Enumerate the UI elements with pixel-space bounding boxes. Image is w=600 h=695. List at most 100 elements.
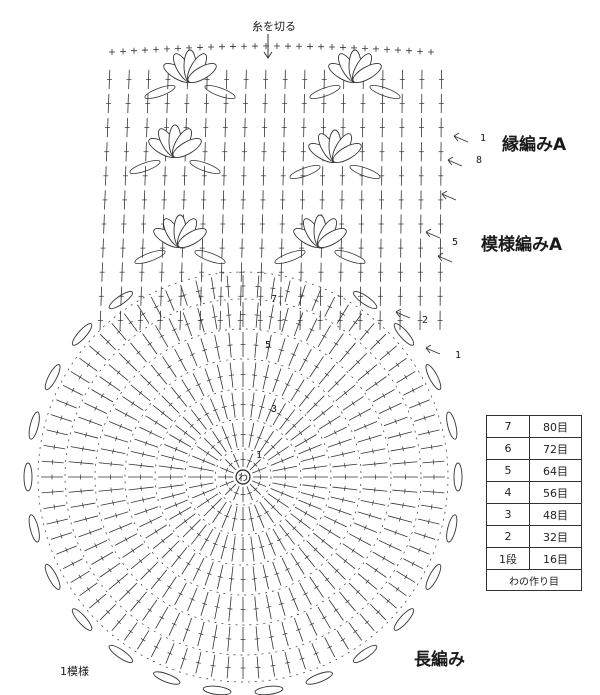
stitch-bar <box>100 555 104 561</box>
stitch-bar <box>85 516 88 522</box>
stitch-bar <box>65 547 68 553</box>
stitch-bar <box>206 572 212 575</box>
stitch-bar <box>304 510 308 516</box>
stitch-bar <box>276 412 282 416</box>
stitch-bar <box>248 517 254 520</box>
stitch-bar <box>324 577 330 582</box>
stitch-bar <box>268 636 274 638</box>
edge-stitch <box>274 43 280 50</box>
stitch-bar <box>159 334 165 338</box>
stitch-bar <box>313 299 319 302</box>
stitch-bar <box>394 418 397 424</box>
stitch-bar <box>276 538 282 542</box>
stitch-bar <box>186 388 191 392</box>
stitch-bar <box>200 482 203 488</box>
stitch-bar <box>86 587 91 592</box>
edge-stitch <box>175 45 181 52</box>
stitch-bar <box>214 606 220 608</box>
stitch-bar <box>395 587 400 592</box>
stitch-bar <box>340 638 346 642</box>
stitch-bar <box>270 287 276 290</box>
stitch-bar <box>282 632 288 635</box>
row-arrow <box>395 308 411 319</box>
stitch-bar <box>217 510 222 515</box>
petal-loop <box>305 671 333 685</box>
stitch-bar <box>78 374 82 380</box>
stitch-bar <box>212 316 218 318</box>
stitch-bar <box>368 512 371 518</box>
stitch-bar <box>174 502 178 508</box>
stitch-bar <box>189 526 194 531</box>
stitch-bar <box>124 537 128 542</box>
stitch-bar <box>398 432 401 438</box>
stitch-bar <box>386 350 391 356</box>
stitch-bar <box>233 491 239 495</box>
edge-stitch <box>406 47 412 54</box>
edge-pattern-label: 縁編みA <box>502 135 567 155</box>
stitch-bar <box>313 402 318 407</box>
edge-stitch <box>428 49 434 55</box>
stitch-bar <box>253 487 258 492</box>
edge-stitch <box>131 47 137 54</box>
stitch-bar <box>124 412 128 417</box>
stitch-bar <box>303 592 308 596</box>
stitch-bar <box>257 481 261 487</box>
stitch-bar <box>212 408 218 412</box>
flower-leaf <box>349 164 381 180</box>
stitch-bar <box>333 519 337 524</box>
stitch-bar <box>202 490 206 496</box>
stitch-bar <box>298 430 303 436</box>
stitch-bar <box>161 410 165 416</box>
stitch-bar <box>376 610 381 615</box>
stitch-bar <box>374 381 378 387</box>
stitch-bar <box>170 483 172 489</box>
flower-petal <box>187 63 217 83</box>
stitch-bar <box>156 372 162 377</box>
stitch-bar <box>333 430 337 435</box>
stitch-bar <box>119 423 122 429</box>
row-arrows <box>263 34 469 355</box>
stitch-bar <box>368 436 371 442</box>
stitch-bar <box>351 548 355 553</box>
stitch-bar <box>345 350 350 355</box>
stitch-bar <box>291 598 297 601</box>
stitch-bar <box>395 362 400 367</box>
stitch-bar <box>147 608 153 612</box>
stitch-bar <box>171 622 177 626</box>
stitch-bar <box>142 497 144 503</box>
stitch-bar <box>86 362 91 367</box>
round-ring <box>184 418 302 536</box>
stitch-bar <box>411 387 415 393</box>
petal-loop <box>352 291 378 310</box>
stitch-bar <box>249 404 255 406</box>
stitch-bar <box>116 620 122 625</box>
stitch-bar <box>105 339 110 344</box>
stitch-bar <box>202 458 206 464</box>
stitch-bar <box>355 360 360 365</box>
stitch-bar <box>145 440 148 446</box>
edge-stitch <box>417 48 423 55</box>
edge-stitch <box>285 43 291 50</box>
flower-leaf <box>129 159 161 175</box>
stitch-bar <box>338 508 341 514</box>
stitch-bar <box>284 417 290 422</box>
stitch-bar <box>138 390 143 396</box>
stitch-bar <box>259 405 265 408</box>
petal-loop <box>44 563 61 590</box>
stitch-bar <box>268 542 274 546</box>
stitch-bar <box>309 622 315 626</box>
stitch-bar <box>140 638 146 642</box>
stitch-bar <box>210 444 215 449</box>
stitch-bar <box>214 346 220 348</box>
stitch-bar <box>196 567 201 571</box>
row-marker: 1 <box>256 450 263 461</box>
magic-ring-label: わ <box>238 473 248 484</box>
round-ring <box>94 328 392 626</box>
stitch-bar <box>251 374 257 376</box>
stitch-bar <box>270 664 276 667</box>
